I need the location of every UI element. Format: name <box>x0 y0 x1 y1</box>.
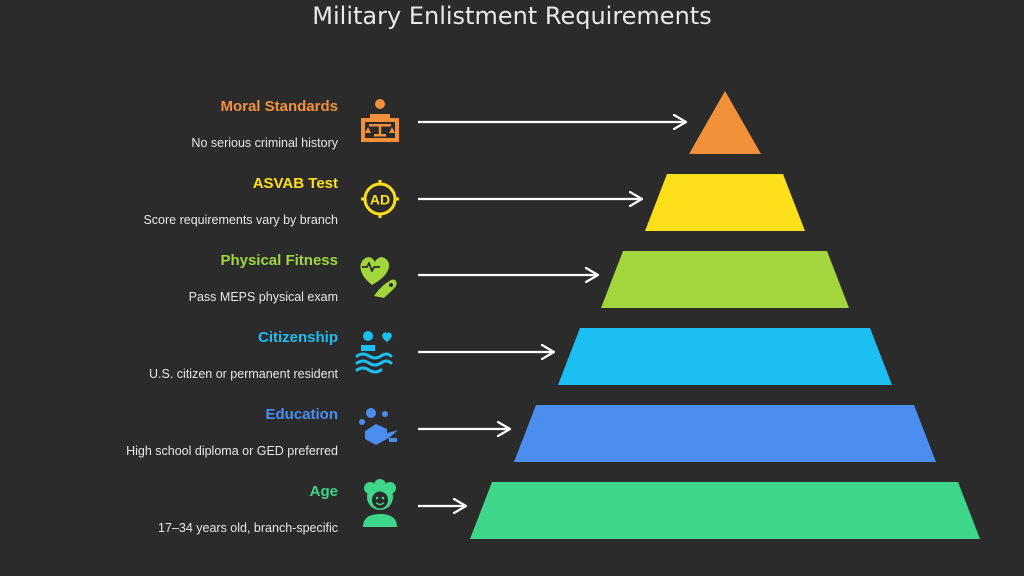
person-heart-flag-icon <box>355 331 393 374</box>
pyramid-layer-age <box>470 482 980 539</box>
person-avatar-icon <box>363 479 397 527</box>
asvab-test-description: Score requirements vary by branch <box>143 213 338 227</box>
scales-justice-icon <box>361 99 399 142</box>
citizenship-description: U.S. citizen or permanent resident <box>149 367 338 381</box>
education-description: High school diploma or GED preferred <box>126 444 338 458</box>
moral-standards-description: No serious criminal history <box>191 136 338 150</box>
page-title: Military Enlistment Requirements <box>312 2 712 30</box>
pyramid-layer-citizenship <box>558 328 892 385</box>
ad-badge-icon: AD <box>361 180 399 218</box>
pyramid-layer-education <box>514 405 936 462</box>
age-description: 17–34 years old, branch-specific <box>158 521 338 535</box>
pyramid-layer-asvab-test <box>645 174 805 231</box>
asvab-test-label: ASVAB Test <box>252 175 338 192</box>
physical-fitness-description: Pass MEPS physical exam <box>188 290 338 304</box>
physical-fitness-label: Physical Fitness <box>220 252 338 269</box>
citizenship-label: Citizenship <box>257 329 338 346</box>
education-label: Education <box>265 406 338 423</box>
graduation-cap-icon <box>359 408 398 445</box>
svg-text:AD: AD <box>370 192 390 208</box>
moral-standards-label: Moral Standards <box>220 98 338 115</box>
pyramid-layer-moral-standards <box>689 91 761 154</box>
heart-muscle-icon <box>360 257 397 298</box>
pyramid-layer-physical-fitness <box>601 251 849 308</box>
age-label: Age <box>309 483 338 500</box>
